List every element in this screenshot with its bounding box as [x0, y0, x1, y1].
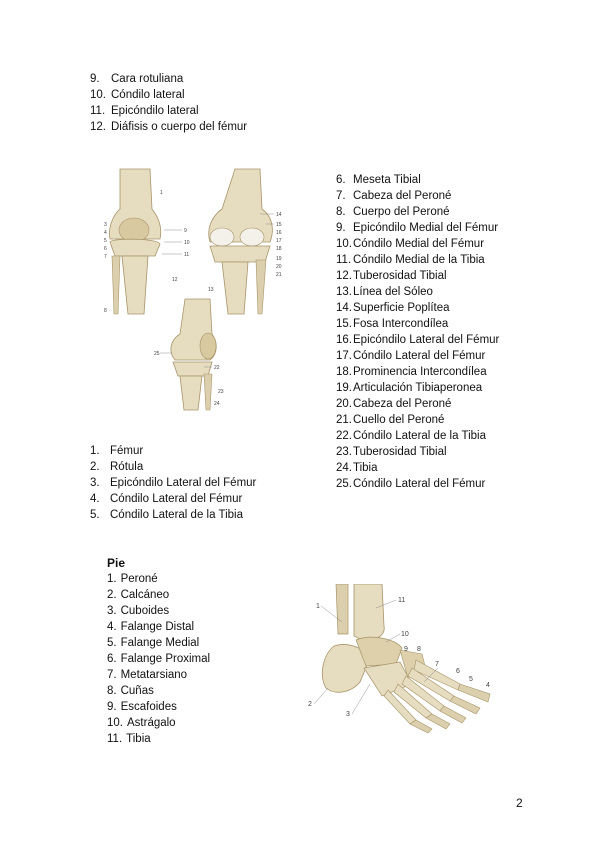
- front-label-7: 7: [104, 254, 107, 260]
- front-label-10: 10: [184, 240, 190, 246]
- foot-label-7: 7: [435, 661, 439, 668]
- front-label-1: 1: [160, 190, 163, 196]
- list-item: 4.Cóndilo Lateral del Fémur: [90, 491, 256, 507]
- foot-label-1: 1: [316, 603, 320, 610]
- page-number: 2: [516, 796, 523, 810]
- front-label-11: 11: [184, 252, 189, 258]
- list-item: 13.Línea del Sóleo: [336, 284, 499, 300]
- list-item: 16.Epicóndilo Lateral del Fémur: [336, 332, 499, 348]
- list-item: 1.Fémur: [90, 443, 256, 459]
- list-item: 23.Tuberosidad Tibial: [336, 444, 499, 460]
- list-item: 12.Tuberosidad Tibial: [336, 268, 499, 284]
- front-label-6: 6: [104, 246, 107, 252]
- side-label-24: 24: [214, 401, 220, 407]
- list-item: 2.Calcáneo: [107, 587, 210, 603]
- foot-label-11: 11: [398, 597, 405, 604]
- list-item: 9.Cara rotuliana: [90, 71, 247, 87]
- list-item: 7.Cabeza del Peroné: [336, 188, 499, 204]
- list-item: 3.Epicóndilo Lateral del Fémur: [90, 475, 256, 491]
- knee-anatomy-figure: 1 3 4 5 6 7 8 9 10 11 12 14 15 16 17 18 …: [100, 164, 295, 414]
- list-item: 19.Articulación Tibiaperonea: [336, 380, 499, 396]
- list-item: 4.Falange Distal: [107, 619, 210, 635]
- list-item: 20.Cabeza del Peroné: [336, 396, 499, 412]
- list-item: 9.Epicóndilo Medial del Fémur: [336, 220, 499, 236]
- side-label-22: 22: [214, 365, 220, 371]
- foot-parts-list: 1.Peroné 2.Calcáneo 3.Cuboides 4.Falange…: [107, 571, 210, 747]
- foot-label-9: 9: [404, 646, 408, 653]
- back-label-15: 15: [276, 222, 282, 228]
- knee-side-view: [171, 299, 216, 410]
- foot-label-4: 4: [486, 682, 490, 689]
- list-item: 10.Astrágalo: [107, 715, 210, 731]
- back-label-17: 17: [276, 238, 282, 244]
- side-label-25: 25: [154, 351, 160, 357]
- list-item: 6.Falange Proximal: [107, 651, 210, 667]
- list-item: 15.Fosa Intercondílea: [336, 316, 499, 332]
- foot-label-3: 3: [346, 711, 350, 718]
- knee-parts-list-left: 1.Fémur 2.Rótula 3.Epicóndilo Lateral de…: [90, 443, 256, 523]
- list-item: 11.Epicóndilo lateral: [90, 103, 247, 119]
- list-item: 14.Superficie Poplítea: [336, 300, 499, 316]
- back-label-20: 20: [276, 264, 282, 270]
- list-item: 12.Diáfisis o cuerpo del fémur: [90, 119, 247, 135]
- list-item: 5.Falange Medial: [107, 635, 210, 651]
- back-label-19: 19: [276, 256, 282, 262]
- list-item: 17.Cóndilo Lateral del Fémur: [336, 348, 499, 364]
- list-item: 2.Rótula: [90, 459, 256, 475]
- side-label-23: 23: [218, 389, 224, 395]
- list-item: 7.Metatarsiano: [107, 667, 210, 683]
- back-label-21: 21: [276, 272, 282, 278]
- foot-label-2: 2: [308, 701, 312, 708]
- front-label-4: 4: [104, 230, 107, 236]
- list-item: 22.Cóndilo Lateral de la Tibia: [336, 428, 499, 444]
- list-item: 5.Cóndilo Lateral de la Tibia: [90, 507, 256, 523]
- back-label-18: 18: [276, 246, 282, 252]
- section-title-pie: Pie: [107, 556, 125, 570]
- foot-anatomy-figure: 1 11 10 9 8 7 6 5 4 2 3: [304, 584, 500, 734]
- foot-label-8: 8: [417, 646, 421, 653]
- list-item: 18.Prominencia Intercondílea: [336, 364, 499, 380]
- back-label-13: 13: [208, 287, 214, 293]
- femur-parts-list: 9.Cara rotuliana 10.Cóndilo lateral 11.E…: [90, 71, 247, 135]
- list-item: 8.Cuerpo del Peroné: [336, 204, 499, 220]
- front-label-12: 12: [172, 277, 178, 283]
- front-label-9: 9: [184, 228, 187, 234]
- front-label-8: 8: [104, 308, 107, 314]
- list-item: 6.Meseta Tibial: [336, 172, 499, 188]
- list-item: 10.Cóndilo Medial del Fémur: [336, 236, 499, 252]
- front-label-5: 5: [104, 238, 107, 244]
- front-label-3: 3: [104, 222, 107, 228]
- foot-label-5: 5: [469, 676, 473, 683]
- knee-parts-list-right: 6.Meseta Tibial 7.Cabeza del Peroné 8.Cu…: [336, 172, 499, 492]
- list-item: 11.Tibia: [107, 731, 210, 747]
- list-item: 24.Tibia: [336, 460, 499, 476]
- foot-label-6: 6: [456, 668, 460, 675]
- list-item: 1.Peroné: [107, 571, 210, 587]
- knee-front-view: [109, 169, 160, 314]
- list-item: 11.Cóndilo Medial de la Tibia: [336, 252, 499, 268]
- foot-label-10: 10: [401, 631, 409, 638]
- list-item: 3.Cuboides: [107, 603, 210, 619]
- list-item: 8.Cuñas: [107, 683, 210, 699]
- list-item: 9.Escafoides: [107, 699, 210, 715]
- knee-back-view: [209, 169, 273, 314]
- list-item: 21.Cuello del Peroné: [336, 412, 499, 428]
- list-item: 10.Cóndilo lateral: [90, 87, 247, 103]
- back-label-16: 16: [276, 230, 282, 236]
- list-item: 25.Cóndilo Lateral del Fémur: [336, 476, 499, 492]
- back-label-14: 14: [276, 212, 282, 218]
